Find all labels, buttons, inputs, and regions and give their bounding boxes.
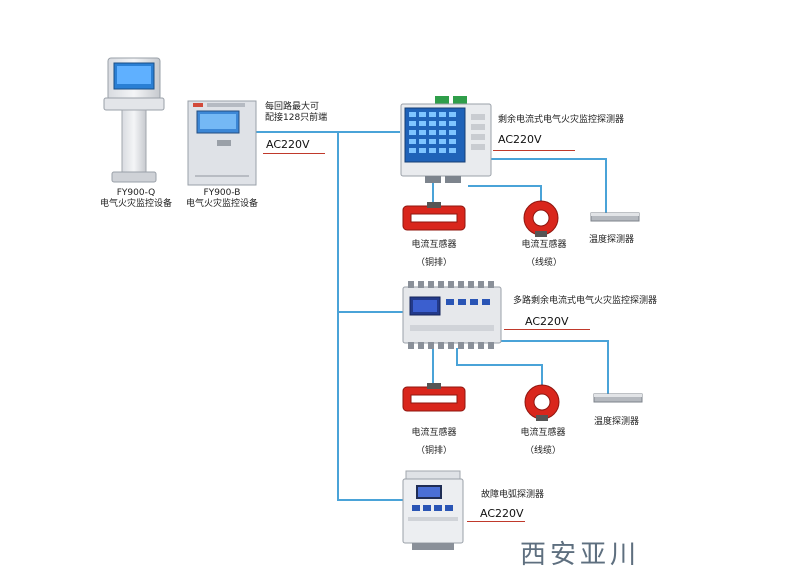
detector1-power-underline bbox=[493, 150, 575, 151]
cabinet-model-label: FY900-B bbox=[203, 188, 241, 198]
bus-note-line1: 每回路最大可 bbox=[265, 102, 320, 112]
detector1-cable-sensor-type: （线缆） bbox=[525, 258, 562, 268]
detector2-temp-probe-label: 温度探测器 bbox=[594, 417, 640, 427]
bus-wire-to-detector3 bbox=[337, 499, 403, 501]
wire-d2-temp-v bbox=[607, 340, 609, 394]
detector3-power-underline bbox=[467, 521, 525, 522]
wire-d2-cable-h bbox=[456, 364, 542, 366]
brand-name: 西安亚川 bbox=[520, 540, 641, 570]
detector2-copper-sensor-type: （铜排） bbox=[415, 446, 452, 456]
detector1-copper-sensor-name: 电流互感器 bbox=[411, 240, 457, 250]
bus-wire-to-detector2 bbox=[337, 311, 403, 313]
detector2-power-label: AC220V bbox=[525, 315, 569, 328]
detector3-device-icon bbox=[402, 470, 464, 550]
cabinet-name-label: 电气火灾监控设备 bbox=[185, 199, 258, 209]
cabinet-device-icon bbox=[187, 100, 257, 186]
wire-d1-cable-v bbox=[540, 185, 542, 202]
detector2-copper-sensor-name: 电流互感器 bbox=[411, 428, 457, 438]
detector2-device-icon bbox=[402, 281, 502, 349]
wire-d1-temp-h bbox=[478, 158, 606, 160]
bus-wire-vertical bbox=[337, 131, 339, 501]
detector1-temp-probe-icon bbox=[590, 212, 640, 222]
detector1-copper-sensor-type: （铜排） bbox=[415, 258, 452, 268]
detector1-title: 剩余电流式电气火灾监控探测器 bbox=[498, 115, 625, 125]
kiosk-name-label: 电气火灾监控设备 bbox=[99, 199, 172, 209]
wire-d2-temp-h bbox=[462, 340, 608, 342]
kiosk-device-icon bbox=[103, 57, 165, 183]
detector1-power-label: AC220V bbox=[498, 133, 542, 146]
detector2-copper-sensor-icon bbox=[402, 383, 466, 412]
wire-d1-temp-v bbox=[605, 158, 607, 213]
detector2-title: 多路剩余电流式电气火灾监控探测器 bbox=[513, 296, 658, 306]
detector2-temp-probe-icon bbox=[593, 393, 643, 403]
detector2-cable-sensor-type: （线缆） bbox=[524, 446, 561, 456]
detector2-power-underline bbox=[504, 329, 590, 330]
detector2-cable-sensor-icon bbox=[524, 384, 560, 421]
detector1-temp-probe-label: 温度探测器 bbox=[589, 235, 635, 245]
detector2-cable-sensor-name: 电流互感器 bbox=[520, 428, 566, 438]
bus-power-label: AC220V bbox=[266, 138, 310, 151]
bus-note-line2: 配接128只前端 bbox=[265, 113, 328, 123]
wire-d1-cable-h bbox=[468, 185, 541, 187]
detector1-cable-sensor-name: 电流互感器 bbox=[521, 240, 567, 250]
detector1-device-icon bbox=[400, 96, 492, 183]
detector1-copper-sensor-icon bbox=[402, 202, 466, 231]
wire-d1-copper bbox=[432, 170, 434, 203]
detector3-power-label: AC220V bbox=[480, 507, 524, 520]
detector1-cable-sensor-icon bbox=[523, 200, 559, 237]
wire-d2-cable-v1 bbox=[456, 348, 458, 365]
wire-d2-copper bbox=[432, 348, 434, 384]
bus-power-underline bbox=[263, 153, 325, 154]
kiosk-model-label: FY900-Q bbox=[116, 188, 156, 198]
bus-wire-horizontal bbox=[255, 131, 400, 133]
detector3-title: 故障电弧探测器 bbox=[481, 490, 545, 500]
wire-d2-cable-v2 bbox=[541, 364, 543, 386]
